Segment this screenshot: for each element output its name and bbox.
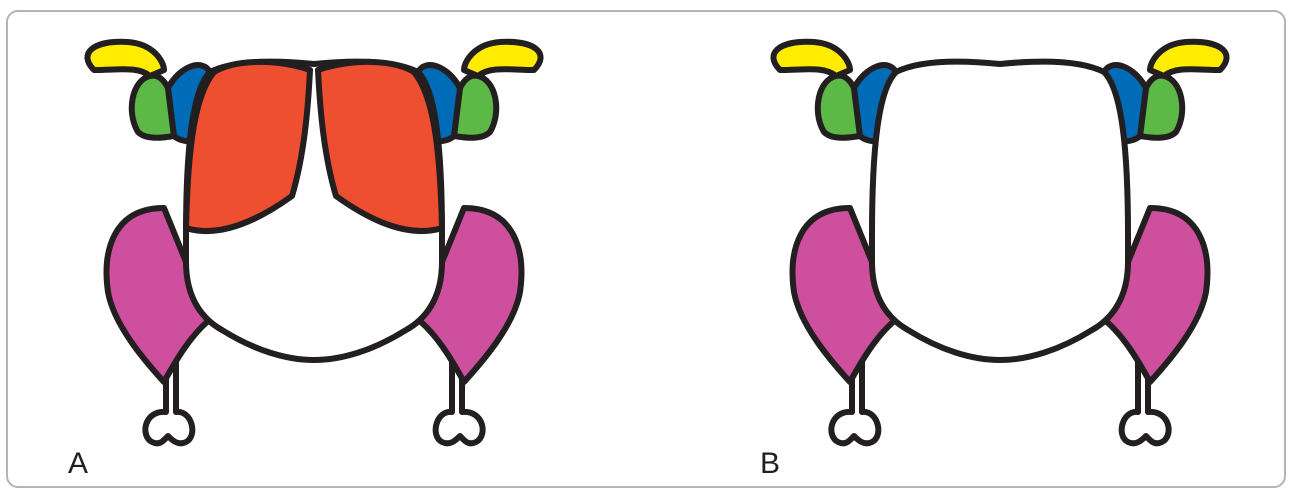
panel-a	[87, 42, 540, 444]
panel-b	[773, 42, 1226, 444]
panel-label-b: B	[760, 449, 780, 479]
panel-label-a: A	[68, 449, 88, 479]
